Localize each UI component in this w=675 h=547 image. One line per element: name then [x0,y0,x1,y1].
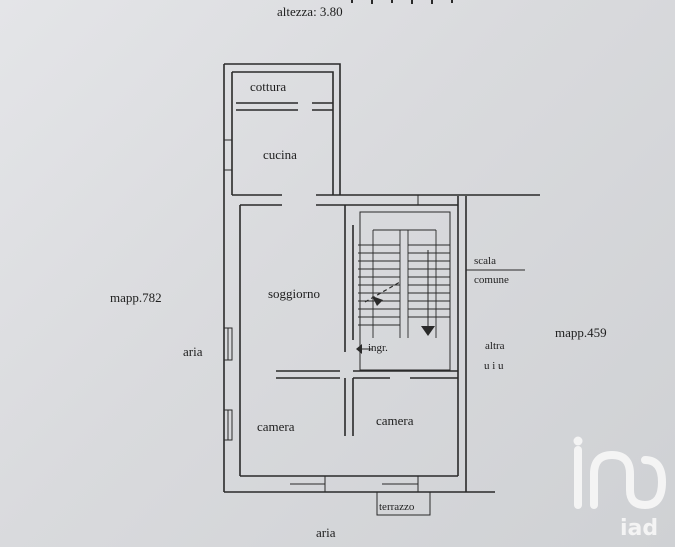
site-boundary-lines [376,269,525,516]
stair-label-line2: comune [474,274,509,286]
height-label: altezza: 3.80 [277,4,343,19]
logo-wave-icon [590,450,667,510]
stair-label-line1: scala [474,255,496,267]
room-label-cucina: cucina [263,147,297,162]
room-label-terrazzo: terrazzo [379,501,415,513]
parcel-label-left: mapp.782 [110,290,162,305]
windows [224,139,419,493]
room-label-cottura: cottura [250,79,286,94]
other-unit-label-line2: u i u [484,360,504,372]
room-label-camera-left: camera [257,419,295,434]
common-staircase [356,229,450,354]
logo-text: iad [620,516,658,541]
aria-label-bottom: aria [316,525,336,540]
room-label-soggiorno: soggiorno [268,286,320,301]
iad-logo: iad [573,436,667,541]
room-label-ingresso: ingr. [368,342,388,354]
parcel-label-right: mapp.459 [555,325,607,340]
cropped-title-fragment [351,0,453,4]
logo-i-dot [573,436,583,446]
room-label-camera-right: camera [376,413,414,428]
exterior-walls [223,63,540,493]
other-unit-label-line1: altra [485,340,505,352]
aria-label-left: aria [183,344,203,359]
